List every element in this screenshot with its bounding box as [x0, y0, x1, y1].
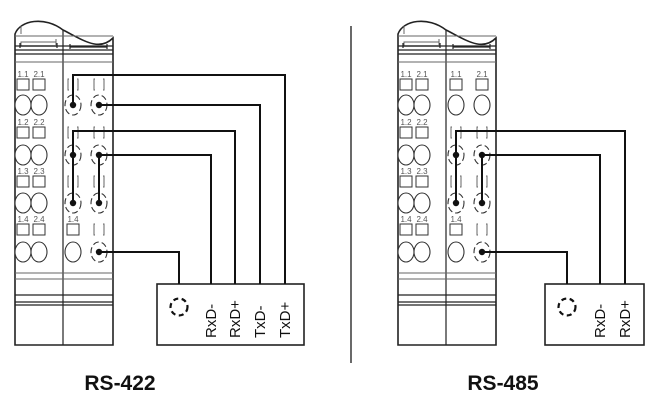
- wire-2-4-to-shield: [482, 251, 568, 284]
- terminal-label: 1.3: [17, 167, 29, 176]
- terminal-hole: [413, 94, 431, 116]
- shield-ground-icon: [169, 297, 189, 317]
- terminal-hole: [14, 241, 32, 263]
- release-slot-bracket: [93, 175, 105, 188]
- terminal-hole: [413, 144, 431, 166]
- release-button: [66, 223, 80, 236]
- release-button: [449, 78, 463, 91]
- terminal-hole: [397, 94, 415, 116]
- release-slot-bracket: [67, 126, 79, 139]
- release-button: [399, 223, 413, 236]
- wire-2-1-to-txdminus: [99, 104, 261, 284]
- terminal-hole: [30, 94, 48, 116]
- terminal-label: 2.2: [33, 118, 45, 127]
- release-button: [16, 78, 30, 91]
- release-slot-bracket: [450, 126, 462, 139]
- release-button: [16, 175, 30, 188]
- terminal-label: 1.2: [400, 118, 412, 127]
- release-button: [32, 223, 46, 236]
- release-button: [16, 126, 30, 139]
- terminal-label: 2.4: [33, 215, 45, 224]
- release-slot-bracket: [476, 126, 488, 139]
- terminal-hole: [447, 241, 465, 263]
- terminal-hole: [473, 94, 491, 116]
- release-slot-bracket: [476, 175, 488, 188]
- release-button: [415, 223, 429, 236]
- release-button: [399, 126, 413, 139]
- release-slot-bracket: [93, 78, 105, 91]
- terminal-hole: [14, 94, 32, 116]
- wire-1-2-to-rxdplus: [72, 130, 236, 284]
- terminal-hole: [14, 144, 32, 166]
- pin-label-rxd-minus: RxD-: [203, 304, 220, 338]
- release-button: [475, 78, 489, 91]
- terminal-hole-wired: [473, 192, 491, 214]
- terminal-label: 1.1: [17, 70, 29, 79]
- terminal-hole: [447, 94, 465, 116]
- terminal-hole: [397, 144, 415, 166]
- release-button: [399, 175, 413, 188]
- terminal-label: 2.3: [416, 167, 428, 176]
- pin-label-txd-minusplus: TxD+: [277, 302, 294, 338]
- terminal-hole: [30, 144, 48, 166]
- terminal-label: 2.1: [476, 70, 488, 79]
- terminal-label: 1.4: [400, 215, 412, 224]
- terminal-hole: [30, 192, 48, 214]
- terminal-label: 1.1: [400, 70, 412, 79]
- release-button: [449, 223, 463, 236]
- terminal-label: 1.4: [17, 215, 29, 224]
- release-slot-bracket: [93, 223, 105, 236]
- pin-label-rxd-minus: RxD-: [592, 304, 609, 338]
- terminal-hole: [14, 192, 32, 214]
- wire-2-4-to-shield: [99, 251, 180, 284]
- terminal-hole: [397, 241, 415, 263]
- release-slot-bracket: [67, 78, 79, 91]
- terminal-hole-wired: [447, 192, 465, 214]
- terminal-hole-wired: [90, 192, 108, 214]
- terminal-label: 2.3: [33, 167, 45, 176]
- shield-ground-icon: [557, 297, 577, 317]
- pin-label-rxd-minusplus: RxD+: [617, 300, 634, 338]
- terminal-label: 1.3: [400, 167, 412, 176]
- terminal-label: 1.4: [450, 215, 462, 224]
- release-button: [415, 78, 429, 91]
- terminal-hole: [413, 192, 431, 214]
- wire-2-2-to-rxdminus: [481, 154, 601, 284]
- terminal-label: 1.4: [67, 215, 79, 224]
- wire-2-2-to-rxdminus: [98, 154, 212, 284]
- wire-1-2-to-rxdplus: [455, 130, 626, 284]
- release-button: [415, 175, 429, 188]
- terminal-label: 2.1: [416, 70, 428, 79]
- terminal-hole-wired: [64, 94, 82, 116]
- terminal-hole-wired: [64, 192, 82, 214]
- release-button: [32, 175, 46, 188]
- terminal-label: 1.1: [450, 70, 462, 79]
- wire-1-1-to-txdplus: [72, 74, 286, 284]
- terminal-hole: [413, 241, 431, 263]
- terminal-hole: [30, 241, 48, 263]
- release-button: [32, 126, 46, 139]
- terminal-hole: [64, 241, 82, 263]
- diagram-title: RS-422: [84, 372, 155, 395]
- terminal-label: 2.2: [416, 118, 428, 127]
- release-button: [16, 223, 30, 236]
- release-button: [399, 78, 413, 91]
- terminal-label: 1.2: [17, 118, 29, 127]
- terminal-label: 2.4: [416, 215, 428, 224]
- pin-label-rxd-minusplus: RxD+: [227, 300, 244, 338]
- release-button: [415, 126, 429, 139]
- diagram-title: RS-485: [467, 372, 539, 395]
- release-slot-bracket: [93, 126, 105, 139]
- terminal-label: 2.1: [33, 70, 45, 79]
- release-slot-bracket: [476, 223, 488, 236]
- release-button: [32, 78, 46, 91]
- pin-label-txd-minus: TxD-: [252, 306, 269, 339]
- release-slot-bracket: [67, 175, 79, 188]
- terminal-hole: [397, 192, 415, 214]
- release-slot-bracket: [450, 175, 462, 188]
